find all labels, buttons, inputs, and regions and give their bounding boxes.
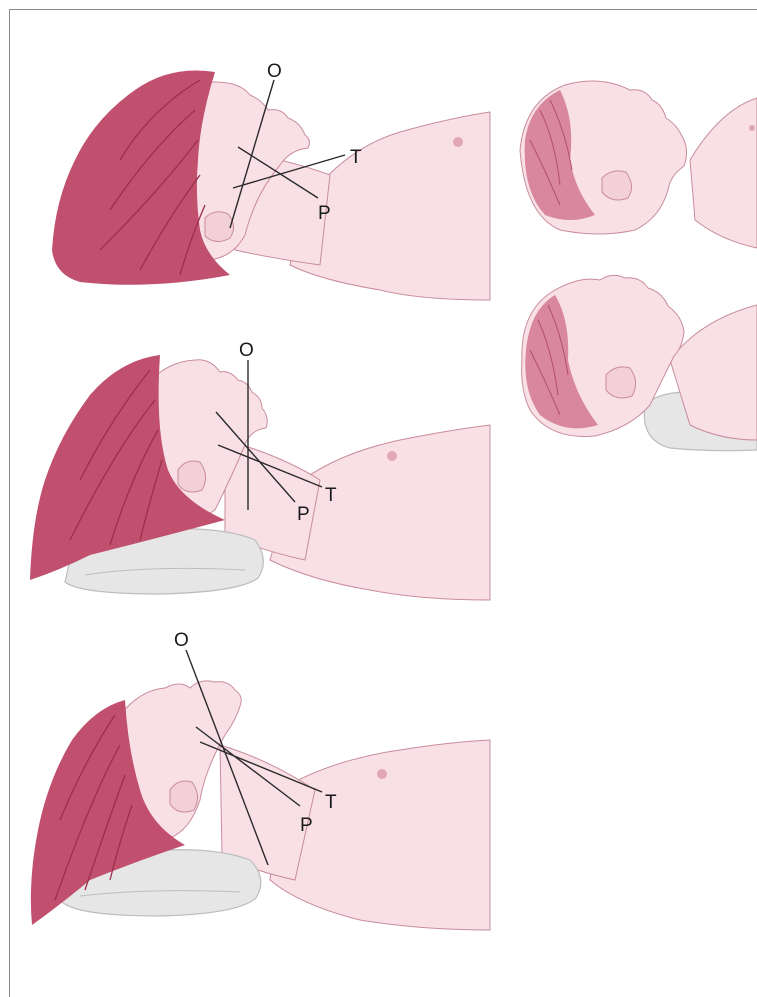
infant-ear — [602, 171, 632, 200]
ear — [170, 781, 198, 812]
label-t: T — [325, 485, 337, 506]
label-t: T — [350, 147, 362, 168]
infant-flat-panel — [520, 81, 757, 248]
adult-pillow-low-panel: O T P — [30, 340, 490, 600]
ear — [205, 212, 234, 242]
ear — [178, 461, 206, 492]
label-t: T — [325, 792, 337, 813]
label-p: P — [297, 504, 310, 525]
label-p: P — [300, 815, 313, 836]
label-o: O — [239, 340, 254, 361]
infant-body — [690, 98, 757, 248]
adult-flat-panel: O T P — [52, 61, 490, 300]
label-p: P — [318, 203, 331, 224]
label-o: O — [174, 630, 189, 651]
label-o: O — [267, 61, 282, 82]
nipple — [377, 769, 387, 779]
infant-nipple — [749, 125, 755, 131]
infant-ear — [606, 367, 636, 398]
adult-pillow-sniff-panel: O T P — [31, 630, 490, 930]
nipple — [387, 451, 397, 461]
infant-shoulder-roll-panel — [522, 275, 757, 450]
nipple — [453, 137, 463, 147]
